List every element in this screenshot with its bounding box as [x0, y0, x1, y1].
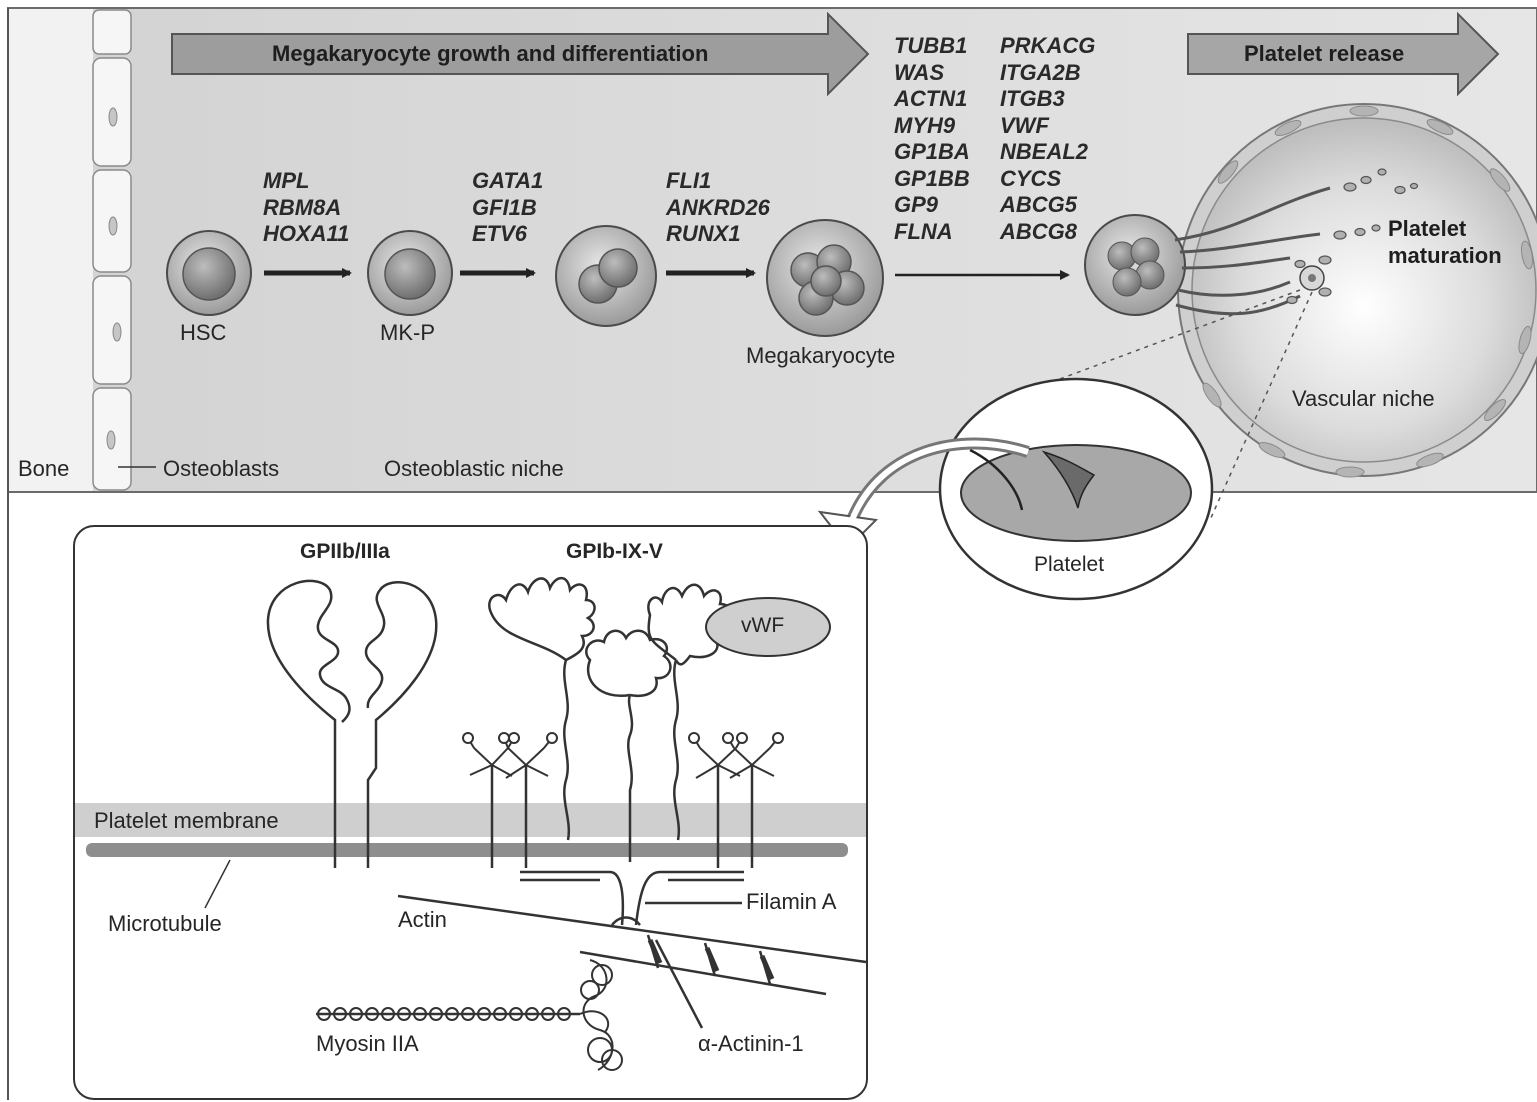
- gene-label: TUBB1: [894, 33, 970, 60]
- gene-group-3: FLI1 ANKRD26 RUNX1: [666, 168, 770, 248]
- gene-label: GP1BB: [894, 166, 970, 193]
- actin-label: Actin: [398, 907, 447, 933]
- bone-strip: [9, 9, 93, 491]
- alpha-actinin-label: α-Actinin-1: [698, 1031, 804, 1057]
- gene-label: WAS: [894, 60, 970, 87]
- filamin-a-label: Filamin A: [746, 889, 836, 915]
- gpiib-iiia-label: GPIIb/IIIa: [300, 540, 390, 564]
- vwf-label: vWF: [741, 614, 784, 638]
- gene-label: FLI1: [666, 168, 770, 195]
- intermediate-cell: [556, 226, 656, 326]
- gene-label: HOXA11: [263, 221, 349, 248]
- hsc-cell: [167, 231, 251, 315]
- gene-label: ANKRD26: [666, 195, 770, 222]
- osteoblastic-niche-label: Osteoblastic niche: [384, 456, 564, 482]
- gene-label: ABCG5: [1000, 192, 1095, 219]
- gene-label: CYCS: [1000, 166, 1095, 193]
- gene-group-4a: TUBB1 WAS ACTN1 MYH9 GP1BA GP1BB GP9 FLN…: [894, 33, 970, 245]
- gene-label: VWF: [1000, 113, 1095, 140]
- megakaryocyte-cell: [767, 220, 883, 336]
- gene-label: ITGA2B: [1000, 60, 1095, 87]
- vascular-niche-label: Vascular niche: [1292, 386, 1435, 412]
- microtubule-band: [86, 843, 848, 857]
- gene-group-2: GATA1 GFI1B ETV6: [472, 168, 543, 248]
- gene-label: ABCG8: [1000, 219, 1095, 246]
- gene-label: GP1BA: [894, 139, 970, 166]
- gene-label: FLNA: [894, 219, 970, 246]
- vascular-niche: [1178, 104, 1537, 477]
- gene-label: MPL: [263, 168, 349, 195]
- bone-label: Bone: [18, 456, 69, 482]
- myosin-iia-label: Myosin IIA: [316, 1031, 419, 1057]
- osteoblast-cells: [93, 10, 131, 490]
- gene-label: GP9: [894, 192, 970, 219]
- gene-label: NBEAL2: [1000, 139, 1095, 166]
- gene-label: ITGB3: [1000, 86, 1095, 113]
- gene-label: ACTN1: [894, 86, 970, 113]
- gene-label: GATA1: [472, 168, 543, 195]
- microtubule-label: Microtubule: [108, 911, 222, 937]
- platelet-membrane-label: Platelet membrane: [94, 808, 279, 834]
- osteoblasts-label: Osteoblasts: [163, 456, 279, 482]
- hsc-label: HSC: [180, 320, 226, 346]
- gpib-ix-v-label: GPIb-IX-V: [566, 540, 663, 564]
- megakaryocyte-label: Megakaryocyte: [746, 343, 895, 369]
- platelet-label: Platelet: [1034, 553, 1104, 577]
- platelet-maturation-label: Platelet maturation: [1388, 215, 1502, 269]
- growth-arrow-label: Megakaryocyte growth and differentiation: [272, 41, 708, 67]
- mkp-cell: [368, 231, 452, 315]
- release-arrow-label: Platelet release: [1244, 41, 1404, 67]
- gene-label: RBM8A: [263, 195, 349, 222]
- gene-label: PRKACG: [1000, 33, 1095, 60]
- gene-group-1: MPL RBM8A HOXA11: [263, 168, 349, 248]
- gene-label: RUNX1: [666, 221, 770, 248]
- gene-label: ETV6: [472, 221, 543, 248]
- mkp-label: MK-P: [380, 320, 435, 346]
- gene-label: GFI1B: [472, 195, 543, 222]
- gene-label: MYH9: [894, 113, 970, 140]
- gene-group-4b: PRKACG ITGA2B ITGB3 VWF NBEAL2 CYCS ABCG…: [1000, 33, 1095, 245]
